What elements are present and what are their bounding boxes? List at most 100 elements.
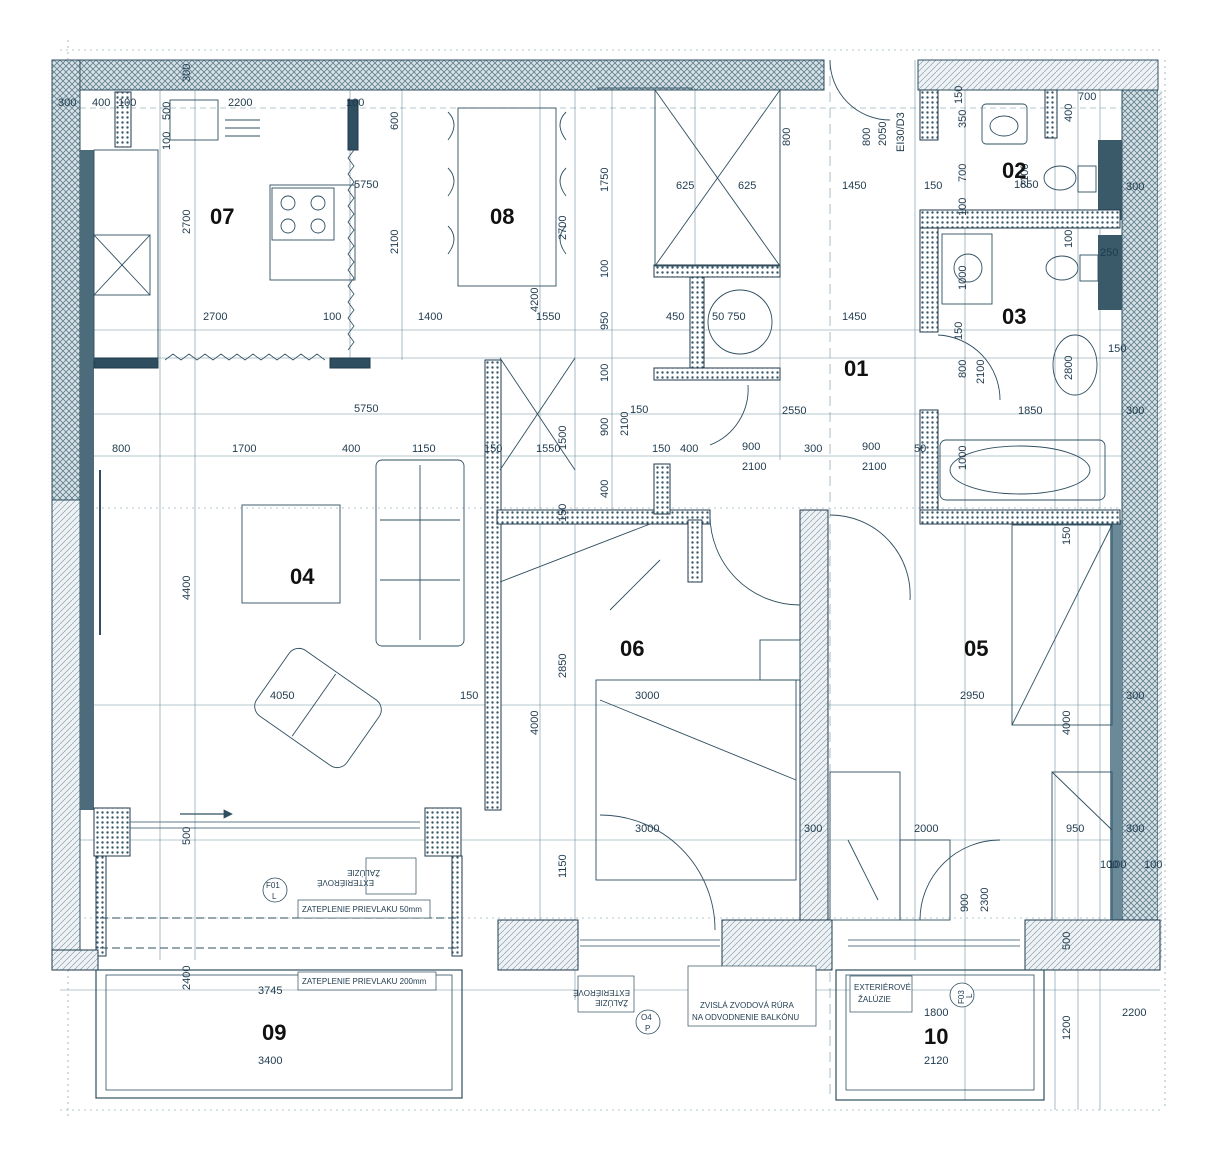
dim-label: 900	[742, 441, 760, 453]
notes: EXTERIÉROVÉ ŽALÚZIE ZATEPLENIE PRIEVLAKU…	[262, 857, 975, 1035]
dim-label: 2000	[914, 823, 938, 835]
dim-label: 625	[676, 180, 694, 192]
dim-label: 150	[557, 504, 569, 522]
note-zaluzie-left: EXTERIÉROVÉ	[317, 878, 374, 887]
tag-f01: F01	[266, 881, 280, 890]
dim-label: 1700	[232, 443, 256, 455]
dim-label: 1850	[1014, 179, 1038, 191]
dim-label: 300	[804, 823, 822, 835]
dim-label: 300	[804, 443, 822, 455]
dim-label: 400	[342, 443, 360, 455]
dim-label: 300	[1126, 823, 1144, 835]
room-label-08: 08	[490, 204, 514, 229]
room-labels: 01 02 03 04 05 06 07 08 09 10	[210, 158, 1026, 1049]
dim-label: 450	[666, 311, 684, 323]
dim-label: 4000	[1061, 711, 1073, 735]
dim-label: 100	[1063, 230, 1075, 248]
dim-label: 100	[161, 132, 173, 150]
note-zaluzie-right: ŽALÚZIE	[858, 995, 891, 1004]
dim-label: 100	[957, 198, 969, 216]
note-zaluzie-mid: ŽALÚZIE	[595, 998, 628, 1007]
dim-label: 100	[1100, 859, 1118, 871]
dim-label: 1150	[557, 854, 569, 878]
dim-label: 300	[1126, 690, 1144, 702]
tag-f03-sub: L	[965, 993, 974, 998]
dim-label: 700	[957, 164, 969, 182]
room-label-09: 09	[262, 1020, 286, 1045]
door-swings	[599, 59, 1001, 931]
dim-label: 350	[957, 110, 969, 128]
dim-label: 500	[181, 827, 193, 845]
dim-label: 300	[181, 64, 193, 82]
dim-label: 100	[599, 260, 611, 278]
dim-label: 4050	[270, 690, 294, 702]
dim-label: 3000	[635, 690, 659, 702]
dim-label: 2950	[960, 690, 984, 702]
dim-label: 3000	[635, 823, 659, 835]
interior-walls	[51, 89, 1161, 971]
dim-label: 400	[1063, 104, 1075, 122]
dim-label: 500	[161, 102, 173, 120]
dim-label: 150	[953, 322, 965, 340]
dim-label: 2100	[975, 360, 987, 384]
exterior-walls	[51, 59, 1162, 971]
dim-label: 800	[861, 128, 873, 146]
dim-label: 2100	[1019, 164, 1031, 188]
room-label-03: 03	[1002, 304, 1026, 329]
dim-label: 2100	[619, 412, 631, 436]
dim-label: 2100	[862, 461, 886, 473]
dim-label: 1200	[1061, 1016, 1073, 1040]
dim-label: 900	[959, 894, 971, 912]
dim-label: 50	[914, 443, 926, 455]
note-downpipe: NA ODVODNENIE BALKÓNU	[692, 1013, 799, 1022]
dim-label: 1550	[536, 311, 560, 323]
dim-label: 400	[680, 443, 698, 455]
dim-label: 150	[652, 443, 670, 455]
guide-lines	[60, 40, 1166, 1120]
dim-label: 800	[957, 360, 969, 378]
note-insulation-200: ZATEPLENIE PRIEVLAKU 200mm	[302, 977, 427, 986]
dimension-labels: 300 400 100 2200 100 100 500 600 5750 27…	[58, 64, 1162, 1067]
door-code: EI30/D3	[895, 112, 907, 152]
dim-label: 1000	[957, 446, 969, 470]
dim-label: 600	[389, 112, 401, 130]
dim-label: 100	[346, 97, 364, 109]
note-zaluzie-left: ŽALÚZIE	[347, 868, 380, 877]
dim-label: 150	[924, 180, 942, 192]
room-label-06: 06	[620, 636, 644, 661]
dim-label: 2120	[924, 1055, 948, 1067]
dim-label: 150	[1061, 527, 1073, 545]
dim-label: 1400	[418, 311, 442, 323]
dim-label: 150	[953, 86, 965, 104]
dim-label: 2300	[979, 888, 991, 912]
dim-label: 1150	[412, 443, 436, 455]
dim-label: 2400	[181, 966, 193, 990]
dim-label: 4000	[529, 711, 541, 735]
dim-label: 950	[599, 312, 611, 330]
dim-label: 900	[862, 441, 880, 453]
dim-label: 300	[1126, 405, 1144, 417]
dim-label: 1500	[557, 426, 569, 450]
dim-label: 500	[1061, 932, 1073, 950]
note-zaluzie-mid: EXTERIÉROVÉ	[573, 988, 630, 997]
dim-label: 900	[599, 418, 611, 436]
dim-label: 150	[484, 443, 502, 455]
dim-label: 625	[738, 180, 756, 192]
dim-label: 800	[781, 128, 793, 146]
room-label-04: 04	[290, 564, 315, 589]
dim-label: 700	[1078, 91, 1096, 103]
dim-label: 1450	[842, 180, 866, 192]
dim-label: 50 750	[712, 311, 746, 323]
dim-label: 800	[112, 443, 130, 455]
dim-label: 3745	[258, 985, 282, 997]
furniture	[93, 87, 1113, 921]
tag-f03: F03	[957, 990, 966, 1004]
dim-label: 950	[1066, 823, 1084, 835]
dim-label: 150	[630, 404, 648, 416]
tag-f01-sub: L	[272, 892, 277, 901]
dim-label: 300	[1126, 181, 1144, 193]
dim-label: 1800	[924, 1007, 948, 1019]
dim-label: 100	[599, 364, 611, 382]
note-downpipe: ZVISLÁ ZVODOVÁ RÚRA	[700, 1001, 794, 1010]
